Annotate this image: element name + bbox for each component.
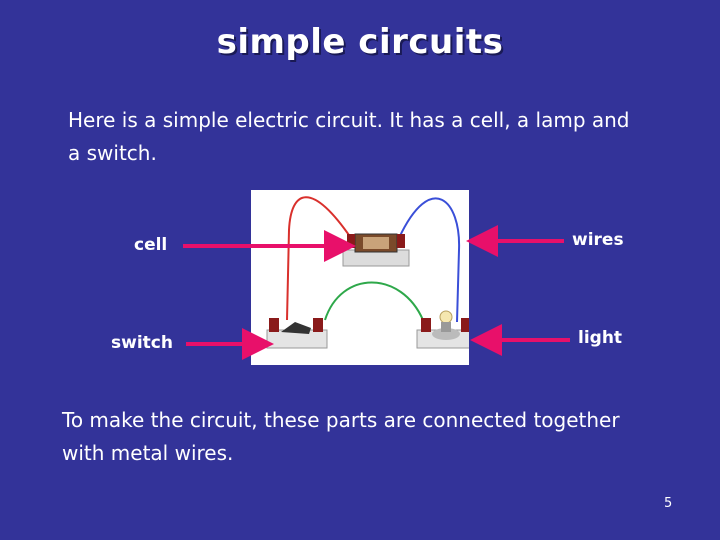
- red-wire: [286, 196, 352, 321]
- switch-label: switch: [111, 333, 173, 353]
- light-label: light: [578, 328, 623, 348]
- wires-label: wires: [572, 230, 624, 250]
- outro-paragraph: To make the circuit, these parts are con…: [62, 408, 620, 465]
- intro-paragraph: Here is a simple electric circuit. It ha…: [68, 108, 630, 165]
- blue-wire: [398, 197, 461, 323]
- page-number: 5: [664, 496, 673, 511]
- switch-base: [266, 318, 328, 349]
- green-wire: [324, 281, 424, 321]
- lamp-holder: [416, 310, 469, 349]
- cell-label: cell: [134, 235, 168, 255]
- slide-title: simple circuits: [216, 22, 504, 62]
